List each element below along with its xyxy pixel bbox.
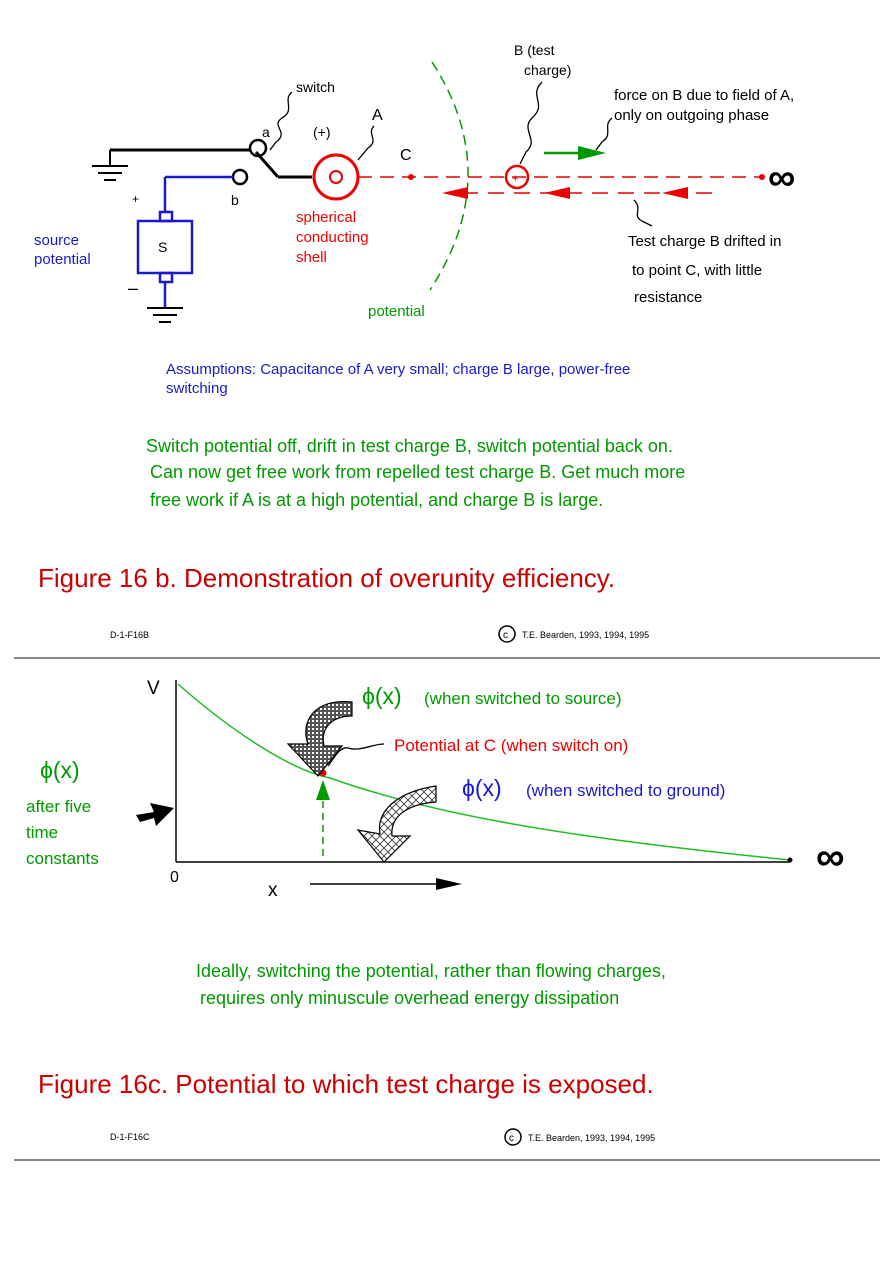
left-label-2: time [26,823,58,842]
assumptions-line-2: switching [166,380,228,397]
potential-at-C-leader [327,743,385,767]
test-charge-leader [519,81,543,165]
shell-label-3: shell [296,249,327,266]
figure-16c: V 0 x ∞ Potential at C (when switch on) … [26,678,845,1146]
potential-curve [177,683,791,861]
origin-label: 0 [170,869,179,886]
figure-code-16c: D-1-F16C [110,1132,150,1142]
source-potential-label-2: potential [34,251,91,268]
source-shift-arrow [286,701,353,777]
drift-in-arrows [442,187,720,199]
phi-source-label: (when switched to source) [424,689,621,708]
force-leader [595,117,613,151]
phi-ground-label: (when switched to ground) [526,781,725,800]
source-s-label: S [158,239,167,255]
copyright-symbol-16c: c [509,1133,514,1144]
copyright-symbol-16b: c [503,630,508,641]
assumptions-line-1: Assumptions: Capacitance of A very small… [166,361,630,378]
source-circuit [136,175,233,308]
contact-a-label: a [262,124,270,140]
source-potential-label-1: source [34,232,79,249]
shell-sign-label: (+) [313,124,331,140]
switch-label: switch [296,79,335,95]
drift-leader [633,199,653,227]
test-charge-label-2: charge) [524,62,571,78]
force-label-1: force on B due to field of A, [614,87,794,104]
note-16b-line-3: free work if A is at a high potential, a… [150,490,603,510]
test-charge-plus: + [512,173,518,185]
left-label-1: after five [26,797,91,816]
spherical-shell-outer [312,153,360,201]
note-16c-line-1: Ideally, switching the potential, rather… [196,961,666,981]
copyright-16b: T.E. Bearden, 1993, 1994, 1995 [522,630,649,640]
note-16b-line-1: Switch potential off, drift in test char… [146,436,673,456]
x-axis-label: x [268,880,278,901]
infinity-point [759,174,765,180]
copyright-16c: T.E. Bearden, 1993, 1994, 1995 [528,1133,655,1143]
phi-source-symbol: ϕ(x) [362,683,402,709]
left-pointer-arrow [136,803,174,826]
drift-label-2: to point C, with little [632,262,762,279]
shell-label-2: conducting [296,229,369,246]
y-axis-label-V: V [147,678,160,699]
potential-at-C-arrow [316,780,330,856]
point-C-label: C [400,147,412,164]
source-plus-label: + [132,192,139,206]
curve-end-dot [787,857,793,863]
switch-blade [254,151,280,178]
caption-16b: Figure 16 b. Demonstration of overunity … [38,563,615,593]
caption-16c: Figure 16c. Potential to which test char… [38,1069,654,1099]
spherical-shell-inner [329,170,343,184]
potential-label: potential [368,303,425,320]
shell-label-1: spherical [296,209,356,226]
phi-left-symbol: ϕ(x) [40,757,80,783]
note-16c-line-2: requires only minuscule overhead energy … [200,988,619,1008]
force-label-2: only on outgoing phase [614,107,769,124]
drift-label-3: resistance [634,289,702,306]
infinity-label-16b: ∞ [768,157,795,199]
force-arrow [544,146,606,160]
shell-A-label: A [372,107,383,124]
x-axis-arrow [310,878,462,890]
potential-boundary-arc [429,61,469,291]
test-charge-label-1: B (test [514,42,555,58]
drift-label-1: Test charge B drifted in [628,233,781,250]
ground-symbol-source [147,307,183,323]
ground-symbol-left [92,150,128,181]
point-C [408,174,414,180]
copyright-circle-16b [498,625,516,643]
switch-contact-b [231,168,249,186]
infinity-label-16c: ∞ [816,835,845,879]
figure-code-16b: D-1-F16B [110,630,149,640]
figure-16b: switch a b + – S source potential (+) A … [34,42,795,643]
ground-shift-arrow [356,785,437,863]
contact-b-label: b [231,192,239,208]
test-charge-B [504,164,530,190]
switch-leader-squiggle [269,91,293,151]
note-16b-line-2: Can now get free work from repelled test… [150,462,685,482]
potential-at-C-label: Potential at C (when switch on) [394,736,628,755]
source-minus-label: – [128,278,138,298]
copyright-circle-16c [504,1128,522,1146]
shell-A-leader [357,125,375,161]
left-label-3: constants [26,849,99,868]
phi-ground-symbol: ϕ(x) [462,775,502,801]
